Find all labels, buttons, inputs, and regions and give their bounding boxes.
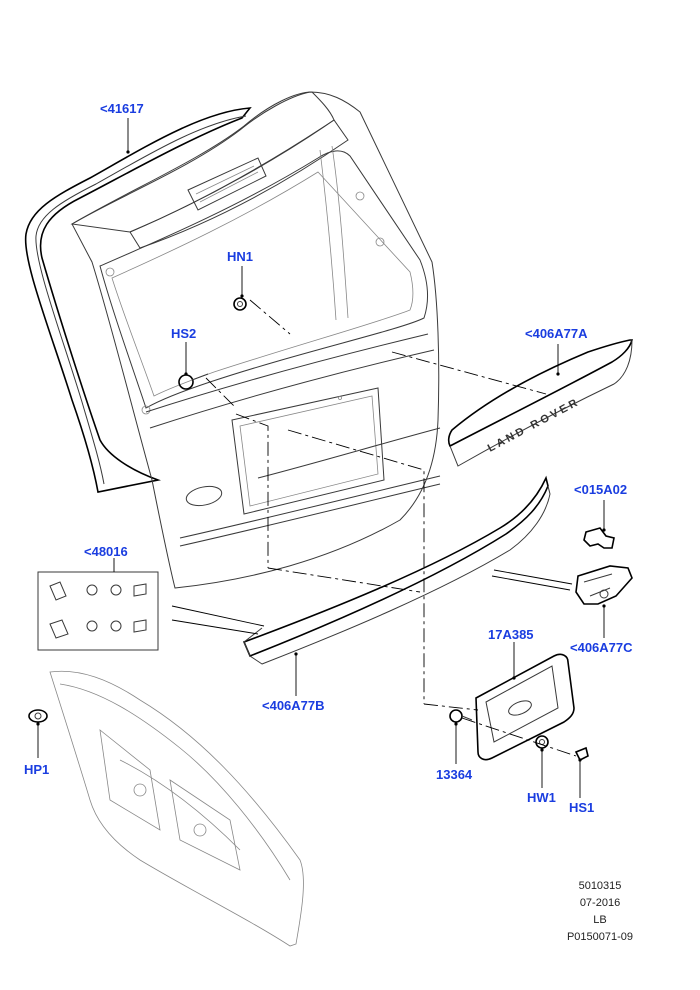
land-rover-lettering: LAND ROVER [486,396,582,455]
callout-hn1[interactable]: HN1 [227,249,254,264]
footer-model-code: LB [593,914,607,926]
callout-015a02[interactable]: <015A02 [574,482,628,497]
footer-illustration-id: P0150071-09 [566,931,634,943]
callout-hs2[interactable]: HS2 [171,326,197,341]
callout-hw1[interactable]: HW1 [527,790,556,805]
hardware-hs1 [574,746,589,762]
callout-41617[interactable]: <41617 [100,101,144,116]
upper-finisher-strip: LAND ROVER [447,339,634,467]
callout-406a77c[interactable]: <406A77C [570,640,633,655]
alignment-lines [205,299,577,757]
hardware-hp1 [28,709,48,723]
leader-lines [36,118,606,798]
tailgate-panel [70,91,441,589]
callout-48016[interactable]: <48016 [84,544,128,559]
callout-17a385[interactable]: 17A385 [488,627,534,642]
inner-tailgate-panel [49,670,304,947]
callout-406a77a[interactable]: <406A77A [525,326,588,341]
clip-bracket [583,527,615,549]
callout-406a77b[interactable]: <406A77B [262,698,325,713]
hardware-13364 [449,709,473,723]
footer-ref-number: 5010315 [578,880,622,892]
callout-hs1[interactable]: HS1 [569,800,595,815]
footer-date: 07-2016 [579,897,621,909]
weatherstrip-seal [24,107,252,493]
clip-kit-box [37,571,159,651]
hardware-hs2 [178,373,209,390]
licence-plate-bracket [475,653,575,761]
lower-finisher-strip [242,475,551,665]
camera-housing [575,565,633,605]
hardware-hn1 [233,297,247,311]
callout-13364[interactable]: 13364 [436,767,473,782]
callout-hp1[interactable]: HP1 [24,762,50,777]
